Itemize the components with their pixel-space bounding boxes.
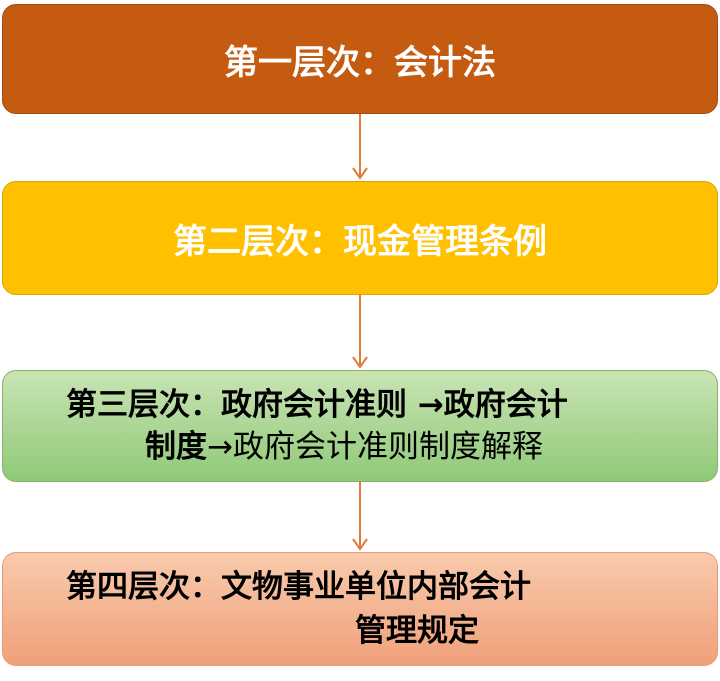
level-3-line-1: 第三层次：政府会计准则 →政府会计 bbox=[3, 384, 717, 426]
level-2-text: 第二层次：现金管理条例 bbox=[173, 214, 547, 263]
level-4-box: 第四层次：文物事业单位内部会计 管理规定 bbox=[2, 552, 718, 666]
level-3-standard: 政府会计准则 bbox=[221, 387, 407, 423]
arrow-right-icon: → bbox=[417, 387, 444, 423]
level-3-interpretation: 政府会计准则制度解释 bbox=[232, 429, 543, 465]
level-4-separator: ： bbox=[190, 569, 221, 605]
level-4-content-2: 管理规定 bbox=[355, 613, 479, 649]
level-3-system-part-1: 政府会计 bbox=[443, 387, 568, 423]
level-3-box: 第三层次：政府会计准则 →政府会计 制度→政府会计准则制度解释 bbox=[2, 370, 718, 482]
level-1-label: 第一层次 bbox=[224, 42, 360, 83]
level-3-line-2: 制度→政府会计准则制度解释 bbox=[3, 426, 717, 468]
level-1-content: 会计法 bbox=[394, 42, 496, 83]
level-2-box: 第二层次：现金管理条例 bbox=[2, 181, 718, 295]
level-3-label: 第三层次 bbox=[66, 387, 190, 423]
level-1-text: 第一层次：会计法 bbox=[224, 35, 496, 84]
arrow-right-icon: → bbox=[207, 429, 233, 465]
level-4-label: 第四层次 bbox=[66, 569, 190, 605]
level-3-separator: ： bbox=[190, 387, 221, 423]
level-2-label: 第二层次 bbox=[173, 221, 309, 262]
level-1-box: 第一层次：会计法 bbox=[2, 4, 718, 114]
level-1-separator: ： bbox=[360, 42, 394, 83]
connector-arrow-3 bbox=[352, 482, 368, 551]
level-2-content: 现金管理条例 bbox=[343, 221, 547, 262]
level-3-system-part-2: 制度 bbox=[145, 429, 207, 465]
level-4-line-2: 管理规定 bbox=[3, 609, 717, 653]
level-4-line-1: 第四层次：文物事业单位内部会计 bbox=[3, 565, 717, 609]
level-4-content-1: 文物事业单位内部会计 bbox=[221, 569, 531, 605]
level-2-separator: ： bbox=[309, 221, 343, 262]
connector-arrow-1 bbox=[352, 114, 368, 180]
connector-arrow-2 bbox=[352, 295, 368, 369]
